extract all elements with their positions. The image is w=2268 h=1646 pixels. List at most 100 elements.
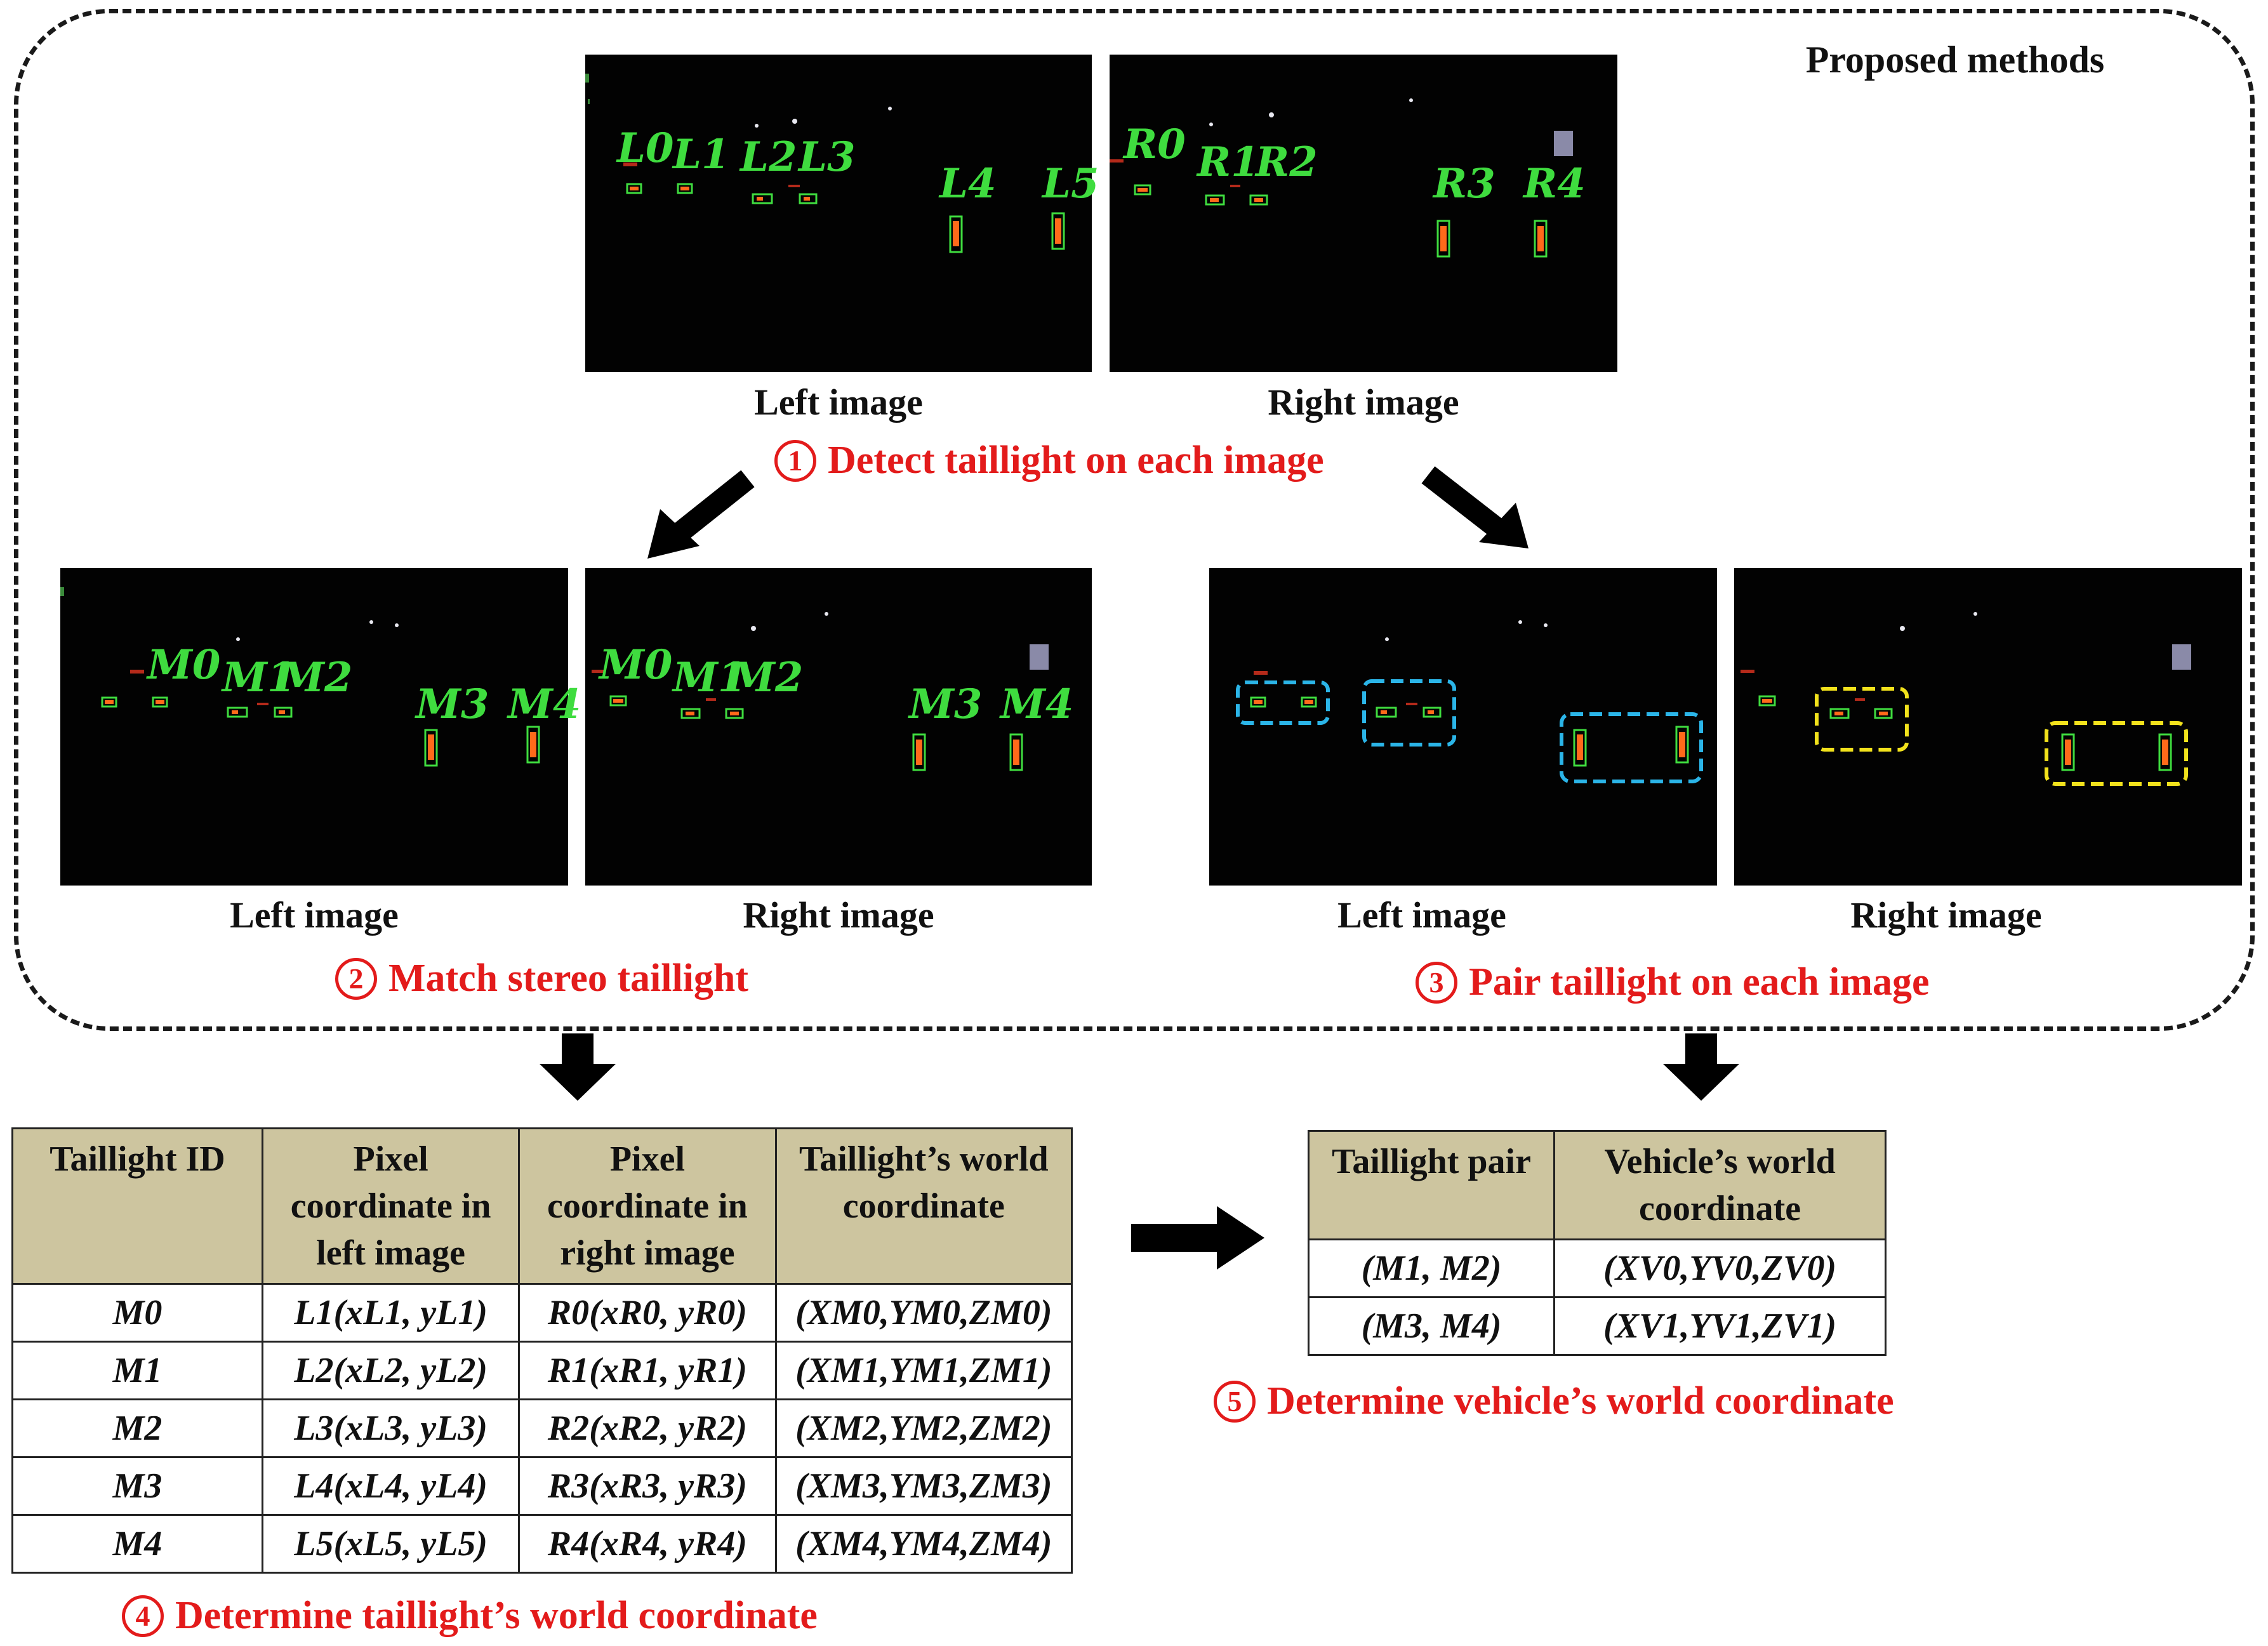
top-right-scene — [1110, 98, 1573, 258]
table1-header-id: Taillight ID — [11, 1127, 263, 1285]
table2-header-world: Vehicle’s world coordinate — [1553, 1130, 1887, 1240]
pair-right-scene — [1741, 612, 2191, 786]
table1-cell: L5(xL5, yL5) — [261, 1514, 521, 1574]
table1-cell: R0(xR0, yR0) — [518, 1283, 777, 1343]
top-right-image — [1110, 55, 1617, 372]
step-1-number: 1 — [774, 439, 816, 482]
table-row: M4 L5(xL5, yL5) R4(xR4, yR4) (XM4,YM4,ZM… — [11, 1514, 1073, 1574]
label-R0: R0 — [1124, 121, 1186, 168]
table1-cell: (XM4,YM4,ZM4) — [774, 1514, 1073, 1574]
table1-header-left: Pixel coordinate in left image — [261, 1127, 521, 1285]
label-match-right-M2: M2 — [730, 654, 804, 701]
pair-right-image — [1734, 568, 2242, 886]
table1-cell: R4(xR4, yR4) — [518, 1514, 777, 1574]
label-R2: R2 — [1256, 138, 1318, 186]
table1-cell: R1(xR1, yR1) — [518, 1341, 777, 1400]
step-3-text: Pair taillight on each image — [1469, 960, 1930, 1004]
arrow-down-left — [540, 1033, 616, 1101]
step-5: 5 Determine vehicle’s world coordinate — [1214, 1379, 1894, 1424]
step-1-text: Detect taillight on each image — [828, 439, 1324, 482]
step-5-text: Determine vehicle’s world coordinate — [1267, 1379, 1894, 1423]
step-4-text: Determine taillight’s world coordinate — [175, 1594, 818, 1637]
step-2: 2 Match stereo taillight — [335, 956, 748, 1001]
label-R3: R3 — [1433, 160, 1495, 208]
step-1: 1 Detect taillight on each image — [774, 438, 1324, 483]
match-right-image — [585, 568, 1092, 886]
label-L3: L3 — [799, 133, 856, 181]
table1-cell: L2(xL2, yL2) — [261, 1341, 521, 1400]
match-right-scene — [592, 612, 1049, 771]
table1-cell: (XM0,YM0,ZM0) — [774, 1283, 1073, 1343]
table-row: (M1, M2) (XV0,YV0,ZV0) — [1307, 1238, 1887, 1298]
match-left-scene — [60, 587, 540, 767]
table2-cell: (XV1,YV1,ZV1) — [1553, 1296, 1887, 1356]
caption-pair-left: Left image — [1337, 894, 1506, 936]
vehicle-coordinate-table: Taillight pair Vehicle’s world coordinat… — [1307, 1130, 1887, 1356]
label-match-left-M0: M0 — [147, 641, 221, 689]
table2-cell: (M3, M4) — [1307, 1296, 1556, 1356]
match-left-image — [60, 568, 568, 886]
step-2-number: 2 — [335, 957, 377, 1000]
step-5-number: 5 — [1214, 1380, 1256, 1423]
table1-cell: R2(xR2, yR2) — [518, 1398, 777, 1458]
pair-left-scene — [1236, 620, 1703, 783]
table1-cell: M1 — [11, 1341, 263, 1400]
table1-cell: (XM2,YM2,ZM2) — [774, 1398, 1073, 1458]
label-L1: L1 — [673, 131, 730, 178]
label-match-left-M1: M1 — [222, 654, 296, 701]
arrow-to-pair — [1421, 466, 1529, 548]
proposed-methods-region — [14, 9, 2255, 1031]
label-match-right-M0: M0 — [599, 641, 673, 689]
top-left-scene — [585, 74, 1065, 253]
arrow-to-match — [647, 470, 755, 559]
step-2-text: Match stereo taillight — [388, 957, 749, 1000]
table1-cell: M3 — [11, 1456, 263, 1516]
caption-match-right: Right image — [743, 894, 934, 936]
table-row: M2 L3(xL3, yL3) R2(xR2, yR2) (XM2,YM2,ZM… — [11, 1398, 1073, 1458]
table1-cell: (XM1,YM1,ZM1) — [774, 1341, 1073, 1400]
table1-cell: L3(xL3, yL3) — [261, 1398, 521, 1458]
table1-cell: R3(xR3, yR3) — [518, 1456, 777, 1516]
caption-pair-right: Right image — [1850, 894, 2042, 936]
table2-header-pair: Taillight pair — [1307, 1130, 1556, 1240]
top-left-image — [585, 55, 1092, 372]
taillight-coordinate-table: Taillight ID Pixel coordinate in left im… — [11, 1127, 1073, 1574]
table-row: M3 L4(xL4, yL4) R3(xR3, yR3) (XM3,YM3,ZM… — [11, 1456, 1073, 1516]
table1-cell: M4 — [11, 1514, 263, 1574]
table1-header-world: Taillight’s world coordinate — [774, 1127, 1073, 1285]
pair-left-image — [1209, 568, 1717, 886]
step-3-number: 3 — [1416, 961, 1457, 1004]
table1-cell: M2 — [11, 1398, 263, 1458]
step-3: 3 Pair taillight on each image — [1416, 960, 1930, 1005]
region-title: Proposed methods — [1805, 39, 2105, 81]
label-L4: L4 — [939, 160, 997, 208]
label-match-left-M2: M2 — [279, 654, 353, 701]
caption-top-left: Left image — [754, 382, 923, 423]
arrow-down-right — [1663, 1033, 1739, 1101]
arrow-right-between-tables — [1131, 1206, 1264, 1270]
table1-cell: (XM3,YM3,ZM3) — [774, 1456, 1073, 1516]
label-match-right-M1: M1 — [673, 654, 746, 701]
label-L0: L0 — [617, 124, 674, 172]
label-match-right-M3: M3 — [909, 680, 983, 728]
table-row: M0 L1(xL1, yL1) R0(xR0, yR0) (XM0,YM0,ZM… — [11, 1283, 1073, 1343]
label-L2: L2 — [740, 133, 797, 181]
label-R1: R1 — [1197, 138, 1259, 186]
label-L5: L5 — [1042, 160, 1099, 208]
caption-top-right: Right image — [1268, 382, 1459, 423]
label-match-right-M4: M4 — [1000, 680, 1074, 728]
table1-cell: L4(xL4, yL4) — [261, 1456, 521, 1516]
table1-cell: L1(xL1, yL1) — [261, 1283, 521, 1343]
table1-cell: M0 — [11, 1283, 263, 1343]
table2-cell: (XV0,YV0,ZV0) — [1553, 1238, 1887, 1298]
step-4: 4 Determine taillight’s world coordinate — [122, 1593, 818, 1638]
table1-header-right: Pixel coordinate in right image — [518, 1127, 777, 1285]
label-R4: R4 — [1523, 160, 1586, 208]
table-row: (M3, M4) (XV1,YV1,ZV1) — [1307, 1296, 1887, 1356]
caption-match-left: Left image — [230, 894, 399, 936]
table2-cell: (M1, M2) — [1307, 1238, 1556, 1298]
label-match-left-M3: M3 — [416, 680, 489, 728]
step-4-number: 4 — [122, 1595, 164, 1637]
label-match-left-M4: M4 — [508, 680, 581, 728]
table-row: M1 L2(xL2, yL2) R1(xR1, yR1) (XM1,YM1,ZM… — [11, 1341, 1073, 1400]
